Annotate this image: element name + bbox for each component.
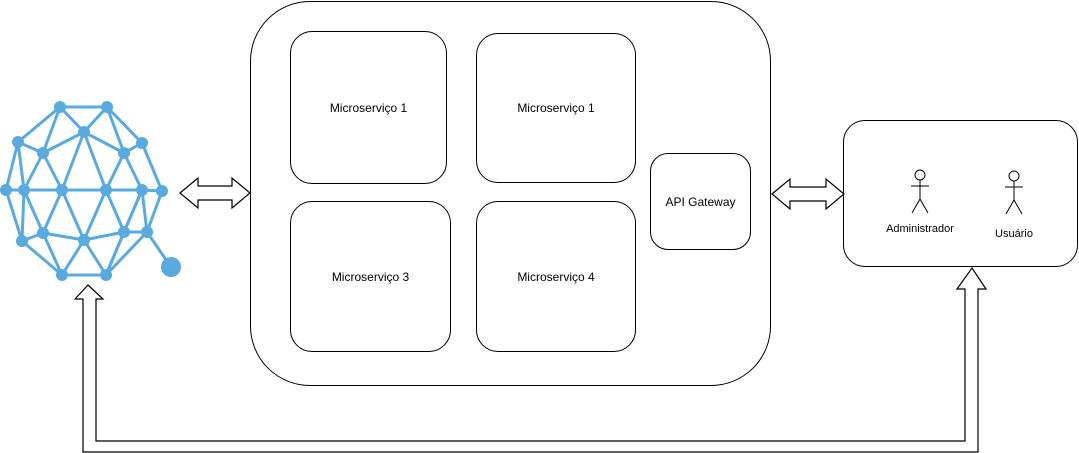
- microservice-label: Microserviço 4: [517, 269, 595, 284]
- microservice-box-2[interactable]: Microserviço 1: [476, 33, 636, 183]
- api-gateway-box[interactable]: API Gateway: [650, 153, 751, 250]
- u-arrow-clients-network: [73, 266, 988, 453]
- stick-figure-icon: [1005, 170, 1023, 215]
- microservice-box-3[interactable]: Microserviço 3: [290, 201, 451, 352]
- actor-administrador[interactable]: Administrador: [882, 169, 958, 235]
- actor-label: Administrador: [886, 223, 954, 235]
- microservice-box-1[interactable]: Microserviço 1: [290, 31, 447, 184]
- microservice-label: Microserviço 1: [329, 100, 408, 115]
- clients-container: [843, 120, 1078, 267]
- api-gateway-label: API Gateway: [665, 194, 736, 209]
- microservice-label: Microserviço 1: [517, 101, 595, 115]
- double-arrow-gateway-clients: [771, 177, 845, 211]
- network-mesh-icon: [0, 101, 181, 281]
- microservice-label: Microserviço 3: [331, 269, 410, 284]
- stick-figure-icon: [911, 169, 929, 214]
- actor-usuario[interactable]: Usuário: [986, 170, 1042, 240]
- actor-label: Usuário: [995, 228, 1033, 240]
- double-arrow-network-container: [179, 176, 251, 210]
- microservice-box-4[interactable]: Microserviço 4: [476, 201, 636, 352]
